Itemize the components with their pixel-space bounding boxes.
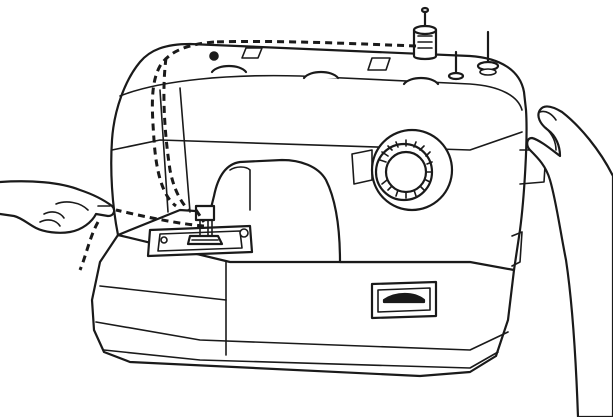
right-hand bbox=[527, 106, 613, 417]
stitch-selector bbox=[372, 282, 436, 318]
